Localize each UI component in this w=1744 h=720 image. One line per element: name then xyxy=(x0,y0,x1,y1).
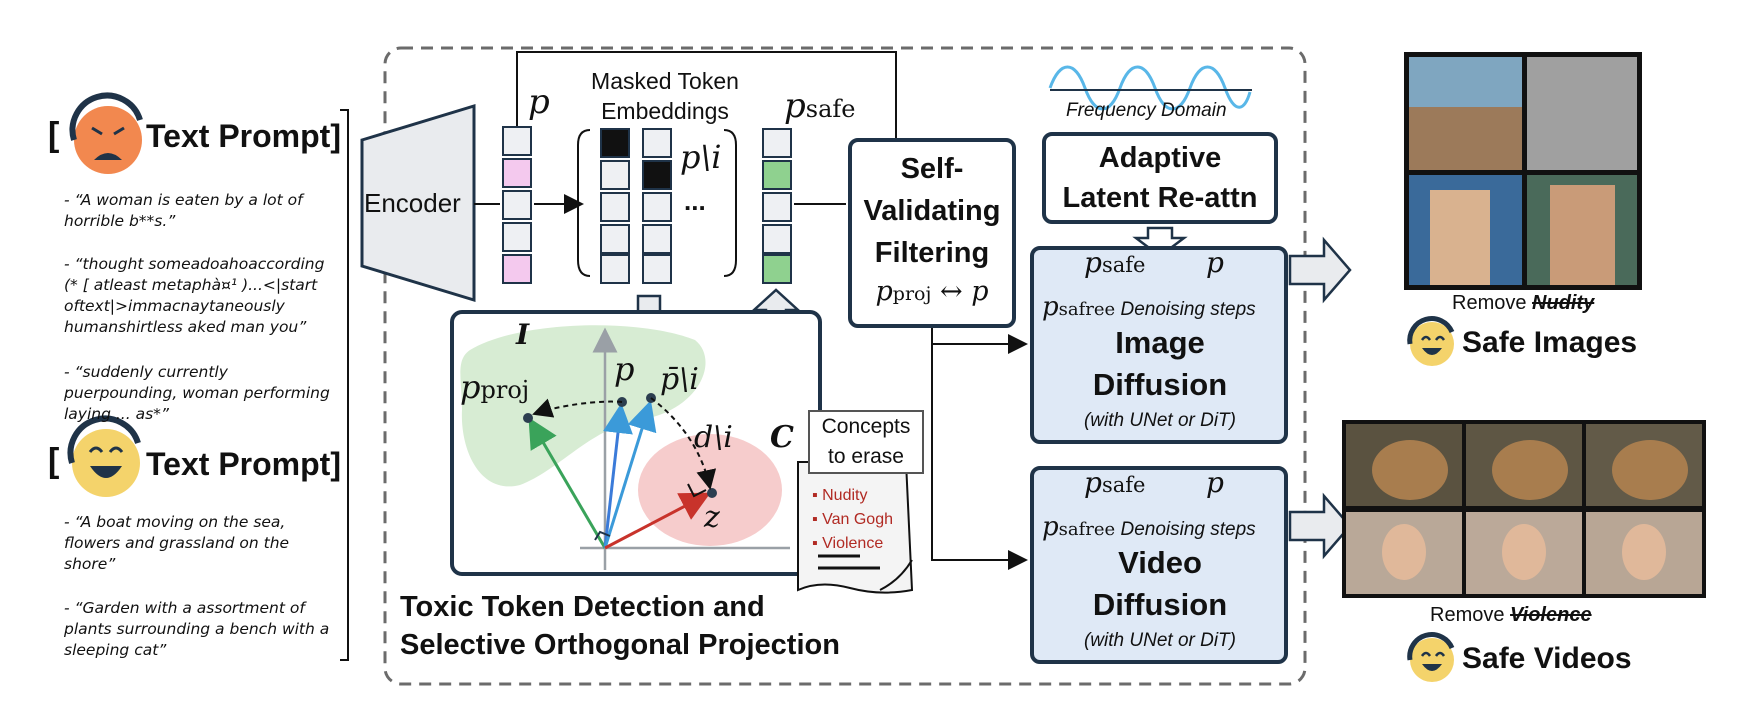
distance-curve xyxy=(650,397,717,490)
right-paren xyxy=(723,129,737,277)
concepts-box: Concepts to erase xyxy=(808,410,924,474)
video-diffusion-box xyxy=(1030,466,1288,664)
image-output-arrow xyxy=(1288,236,1352,304)
right-angle-marker xyxy=(687,483,707,498)
z-vector xyxy=(604,492,711,550)
unsafe-prompt-header: Text Prompt] xyxy=(146,118,341,154)
video-psafe-label: psafe xyxy=(1084,466,1146,499)
video-diffusion-subtitle: (with UNet or DiT) xyxy=(1083,630,1236,651)
happy-face-icon-1 xyxy=(67,415,141,497)
p-safe-label: psafe xyxy=(784,86,856,126)
safe-prompt-2: - “Garden with a assortment of plants su… xyxy=(64,599,330,659)
safe-space-blob xyxy=(460,325,706,487)
frequency-wave xyxy=(1048,65,1252,111)
p-proj-vector xyxy=(528,417,607,549)
ellipsis: ... xyxy=(684,186,706,216)
p-minus-i-label: p\i xyxy=(680,138,722,176)
video-p-label: p xyxy=(1206,466,1224,499)
video-steps-label: psafree Denoising steps xyxy=(1042,512,1256,542)
concept-nudity: ▪ Nudity xyxy=(812,487,868,504)
p-vector xyxy=(603,403,633,549)
frequency-domain-label: Frequency Domain xyxy=(1066,100,1227,121)
set-i-label: I xyxy=(516,318,530,351)
image-diffusion-subtitle: (with UNet or DiT) xyxy=(1083,410,1236,431)
safe-bracket-open: [ xyxy=(48,442,60,480)
concept-list: ▪ Nudity ▪ Van Gogh ▪ Violence xyxy=(812,484,893,556)
concept-paper xyxy=(797,461,914,594)
videos-remove-label: Remove Violence xyxy=(1430,604,1592,626)
encoder-label: Encoder xyxy=(364,188,461,218)
d-label: d\i xyxy=(694,420,733,455)
filter-to-video-arrow xyxy=(931,328,1028,570)
image-p-label: p xyxy=(1206,246,1224,279)
origin-marker xyxy=(594,530,611,541)
happy-face-icon-2 xyxy=(1407,316,1455,366)
left-paren xyxy=(577,129,591,277)
filter-formula: pproj ↔ p xyxy=(875,276,989,307)
safe-images-grid xyxy=(1404,52,1642,290)
unsafe-prompt-3: - “suddenly currently puerpounding, woma… xyxy=(64,363,330,423)
filter-box: Self- Validating Filtering pproj ↔ p xyxy=(848,138,1016,328)
z-point xyxy=(707,488,717,498)
image-diffusion-title: Image Diffusion xyxy=(1092,325,1228,402)
safe-videos-title: Safe Videos xyxy=(1462,642,1632,675)
concept-violence: ▪ Violence xyxy=(812,535,884,552)
angry-face-icon xyxy=(69,92,143,174)
p-proj-label: pproj xyxy=(460,368,530,406)
safe-prompt-header: Text Prompt] xyxy=(146,446,341,482)
prompt-bracket xyxy=(340,109,349,661)
video-diffusion-title: Video Diffusion xyxy=(1092,545,1228,622)
projection-title: Toxic Token Detection and Selective Orth… xyxy=(400,591,840,661)
safe-videos-grid xyxy=(1342,420,1706,598)
z-label: z xyxy=(704,500,720,535)
unsafe-bracket-open: [ xyxy=(48,116,60,154)
p-bar-label: p̄\i xyxy=(660,362,699,397)
concept-van-gogh: ▪ Van Gogh xyxy=(812,511,893,528)
p-label: p xyxy=(528,82,550,122)
unsafe-prompt-1: - “A woman is eaten by a lot of horrible… xyxy=(64,191,303,230)
image-steps-label: psafree Denoising steps xyxy=(1042,292,1256,322)
unsafe-prompt-2: - “thought someadoahoaccording (* [ atle… xyxy=(64,255,325,336)
p-bar-vector xyxy=(603,400,657,549)
image-diffusion-box xyxy=(1030,246,1288,444)
masked-token-title: Masked Token Embeddings xyxy=(591,68,739,124)
p-vector-label: p xyxy=(614,350,635,388)
pipeline-frame xyxy=(383,46,1307,686)
safe-prompt-1: - “A boat moving on the sea, flowers and… xyxy=(64,513,290,573)
image-psafe-label: psafe xyxy=(1084,246,1146,279)
set-c-label: C xyxy=(770,420,794,455)
p-proj-point xyxy=(523,413,533,423)
top-connector xyxy=(516,51,897,140)
images-remove-label: Remove Nudity xyxy=(1452,292,1595,314)
video-output-arrow xyxy=(1288,492,1352,560)
happy-face-icon-3 xyxy=(1407,632,1455,682)
encoder-shape xyxy=(360,103,476,303)
safe-images-title: Safe Images xyxy=(1462,326,1638,359)
reattn-box: Adaptive Latent Re-attn xyxy=(1042,132,1278,224)
